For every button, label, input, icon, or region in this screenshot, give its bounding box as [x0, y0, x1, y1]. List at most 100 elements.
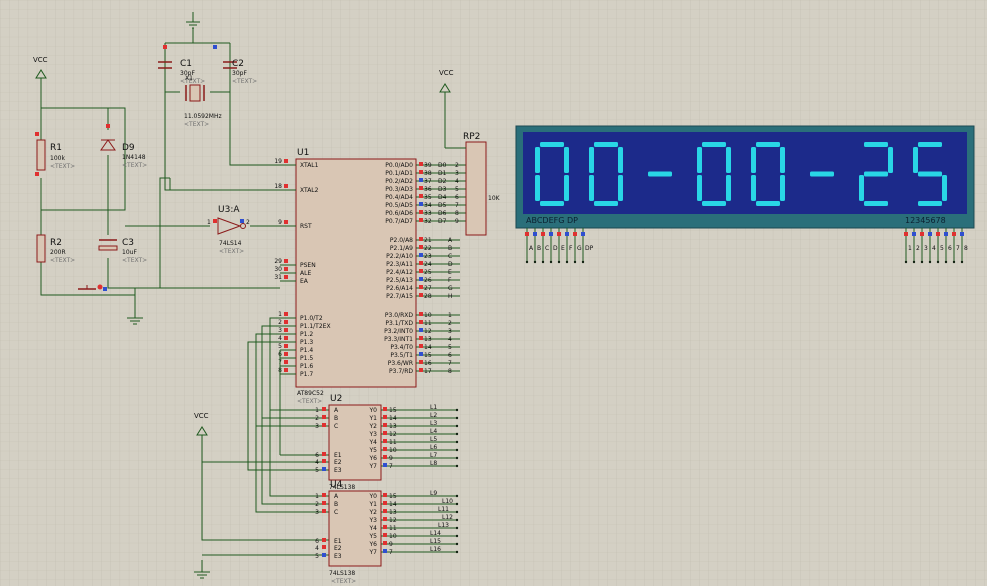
- mcu-net-5: 5: [448, 344, 452, 351]
- display-pin-marker: [525, 232, 529, 236]
- p1-bus-wires: [201, 317, 337, 556]
- display-pin-marker: [960, 232, 964, 236]
- crystal-x1[interactable]: X1 11.0592MHz <TEXT>: [184, 75, 222, 128]
- u3a-text: <TEXT>: [219, 248, 244, 255]
- rp2-pin-num: 8: [455, 210, 459, 217]
- decoders: U274LS138<TEXT>1A2B3C6E14E25E3Y015L1Y114…: [315, 394, 459, 585]
- segment-d: [594, 201, 618, 206]
- mcu-pin-name-12: P3.2/INT0: [384, 328, 413, 335]
- display-digits: [535, 142, 947, 206]
- resistor-pack-rp2[interactable]: RP2 10K: [445, 132, 501, 236]
- capacitor-c2[interactable]: C2 30pF <TEXT>: [213, 45, 257, 85]
- display-pin-marker: [565, 232, 569, 236]
- segment-d: [864, 201, 888, 206]
- segment-b: [888, 147, 893, 173]
- mcu-pin-name-17: P3.7/RD: [389, 368, 413, 375]
- decoder-out-num: 9: [389, 541, 393, 548]
- decoder-out-name: Y0: [369, 493, 378, 500]
- mcu-net-F: F: [448, 277, 452, 284]
- decoder-net-L10: L10: [442, 498, 453, 505]
- mcu-pin-name-13: P3.3/INT1: [384, 336, 413, 343]
- mcu-pin-name-7: P1.6: [300, 363, 313, 370]
- mcu-net-D1: D1: [438, 170, 447, 177]
- c2-ref: C2: [232, 59, 244, 69]
- mcu-pin-marker: [419, 170, 423, 174]
- decoder-pin-marker: [383, 509, 387, 513]
- mcu-pin-num-23: 23: [424, 253, 432, 260]
- vcc-left-label: VCC: [33, 56, 48, 64]
- decoder-out-num: 10: [389, 533, 397, 540]
- decoder-pin-num: 4: [315, 459, 319, 466]
- decoder-net-L15: L15: [430, 538, 441, 545]
- mcu-pin-marker: [419, 245, 423, 249]
- mcu-pin-name-30: ALE: [300, 270, 311, 277]
- resistor-r1[interactable]: R1 100k <TEXT>: [35, 132, 75, 176]
- decoder-pin-name: E3: [334, 553, 342, 560]
- mcu-pin-num-18: 18: [274, 183, 282, 190]
- display-digit-pin-7: 7: [956, 245, 960, 252]
- display-pin-marker: [928, 232, 932, 236]
- capacitor-c3[interactable]: C3 10uF <TEXT>: [98, 238, 147, 264]
- mcu-pin-marker: [419, 202, 423, 206]
- segment-g: [810, 171, 834, 177]
- mcu-pin-num-21: 21: [424, 237, 432, 244]
- mcu-net-D3: D3: [438, 186, 447, 193]
- decoder-net-L4: L4: [430, 428, 437, 435]
- mcu-pin-marker: [419, 336, 423, 340]
- c1-value: 30pF: [180, 70, 195, 77]
- capacitor-c1[interactable]: C1 30pF <TEXT>: [158, 45, 205, 85]
- diode-d9[interactable]: D9 1N4148 <TEXT>: [100, 124, 147, 169]
- rp2-value: 10K: [488, 195, 501, 202]
- mcu-pin-num-38: 38: [424, 170, 432, 177]
- inverter-u3a[interactable]: 1 2 U3:A 74LS14 <TEXT>: [207, 205, 250, 255]
- mcu-pin-marker: [284, 336, 288, 340]
- mcu-pin-num-14: 14: [424, 344, 432, 351]
- mcu-pin-marker: [419, 312, 423, 316]
- mcu-net-D6: D6: [438, 210, 447, 217]
- segment-f: [589, 147, 594, 173]
- display-pin-marker: [920, 232, 924, 236]
- decoder-net-L11: L11: [438, 506, 449, 513]
- decoder-pin-marker: [383, 447, 387, 451]
- r1-ref: R1: [50, 143, 62, 153]
- decoder-u2[interactable]: U274LS138<TEXT>1A2B3C6E14E25E3Y015L1Y114…: [315, 394, 459, 499]
- x1-value: 11.0592MHz: [184, 113, 222, 120]
- segment-f: [697, 147, 702, 173]
- display-digit-label: 12345678: [905, 216, 946, 225]
- display-seg-pin-C: C: [545, 245, 549, 252]
- display-digit-1: [535, 142, 569, 206]
- mcu-pin-name-9: RST: [300, 223, 312, 230]
- display-pin-marker: [549, 232, 553, 236]
- mcu-pin-num-16: 16: [424, 360, 432, 367]
- decoder-pin-num: 6: [315, 538, 319, 545]
- mcu-pin-name-8: P1.7: [300, 371, 313, 378]
- mcu-pin-marker: [419, 186, 423, 190]
- segment-b: [564, 147, 569, 173]
- resistor-r2[interactable]: R2 200R <TEXT>: [36, 234, 75, 264]
- segment-e: [535, 175, 540, 201]
- ground-reset: [127, 305, 143, 325]
- r1-text: <TEXT>: [50, 163, 75, 170]
- mcu-pin-name-24: P2.3/A11: [386, 261, 413, 268]
- mcu-pin-name-31: EA: [300, 278, 309, 285]
- mcu-pin-num-5: 5: [278, 343, 282, 350]
- decoder-out-name: Y7: [369, 549, 378, 556]
- mcu-pin-name-29: PSEN: [300, 262, 316, 269]
- decoder-pin-num: 4: [315, 545, 319, 552]
- decoder-pin-marker: [322, 415, 326, 419]
- decoder-pin-name: C: [334, 509, 338, 516]
- mcu-u1[interactable]: U1 AT89C52 <TEXT> 19XTAL118XTAL29RST29PS…: [274, 148, 466, 405]
- mcu-net-2: 2: [448, 320, 452, 327]
- decoder-ref: U4: [330, 480, 343, 490]
- reset-button[interactable]: [78, 284, 107, 296]
- decoder-pin-marker: [383, 549, 387, 553]
- display-pin-marker: [581, 232, 585, 236]
- mcu-pin-num-39: 39: [424, 162, 432, 169]
- vcc-bottom-symbol: VCC: [194, 412, 209, 470]
- mcu-pin-name-19: XTAL1: [300, 162, 319, 169]
- rp2-pin-num: 5: [455, 186, 459, 193]
- decoder-out-name: Y4: [369, 439, 378, 446]
